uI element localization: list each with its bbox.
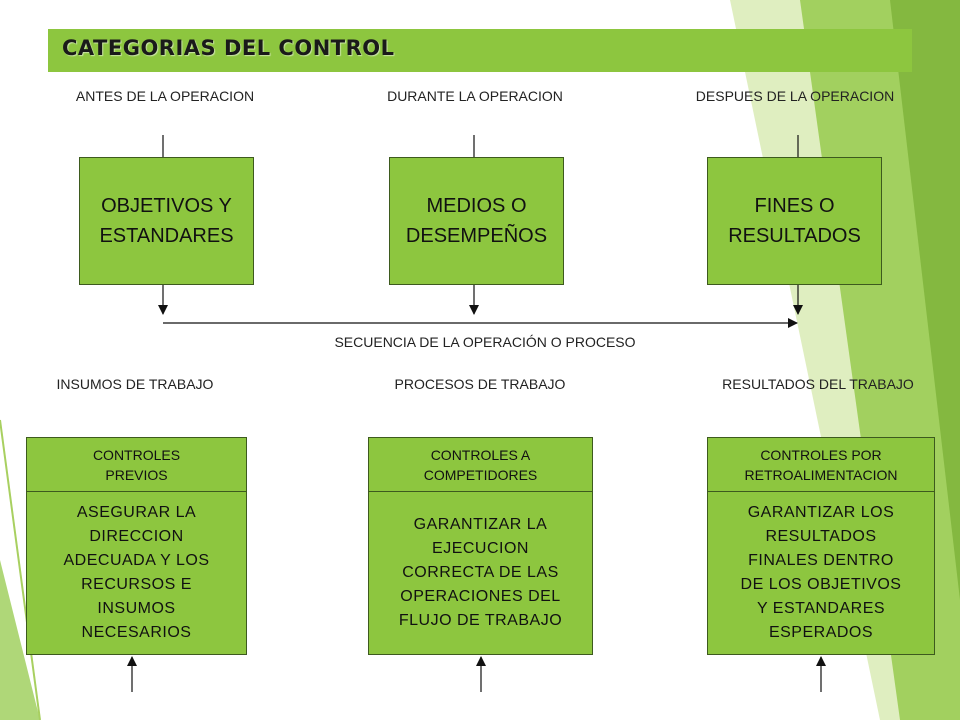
sequence-label: SECUENCIA DE LA OPERACIÓN O PROCESO [334, 334, 636, 350]
box-means-performance: MEDIOS O DESEMPEÑOS [389, 157, 564, 285]
category-label-inputs: INSUMOS DE TRABAJO [56, 376, 214, 392]
phase-label-after: DESPUES DE LA OPERACION [695, 88, 895, 104]
box-ends-results: FINES O RESULTADOS [707, 157, 882, 285]
title-bar: CATEGORIAS DEL CONTROL [48, 29, 912, 72]
phase-label-during: DURANTE LA OPERACION [387, 88, 563, 104]
page-title: CATEGORIAS DEL CONTROL [62, 36, 395, 60]
box-objectives-standards: OBJETIVOS Y ESTANDARES [79, 157, 254, 285]
control-body-feedback: GARANTIZAR LOS RESULTADOS FINALES DENTRO… [707, 491, 935, 655]
phase-label-before: ANTES DE LA OPERACION [75, 88, 255, 104]
control-header-feedback: CONTROLES POR RETROALIMENTACION [707, 437, 935, 492]
category-label-processes: PROCESOS DE TRABAJO [394, 376, 566, 392]
control-body-previous: ASEGURAR LA DIRECCION ADECUADA Y LOS REC… [26, 491, 247, 655]
control-header-competitors: CONTROLES A COMPETIDORES [368, 437, 593, 492]
control-body-competitors: GARANTIZAR LA EJECUCION CORRECTA DE LAS … [368, 491, 593, 655]
category-label-results: RESULTADOS DEL TRABAJO [722, 376, 914, 392]
control-header-previous: CONTROLES PREVIOS [26, 437, 247, 492]
